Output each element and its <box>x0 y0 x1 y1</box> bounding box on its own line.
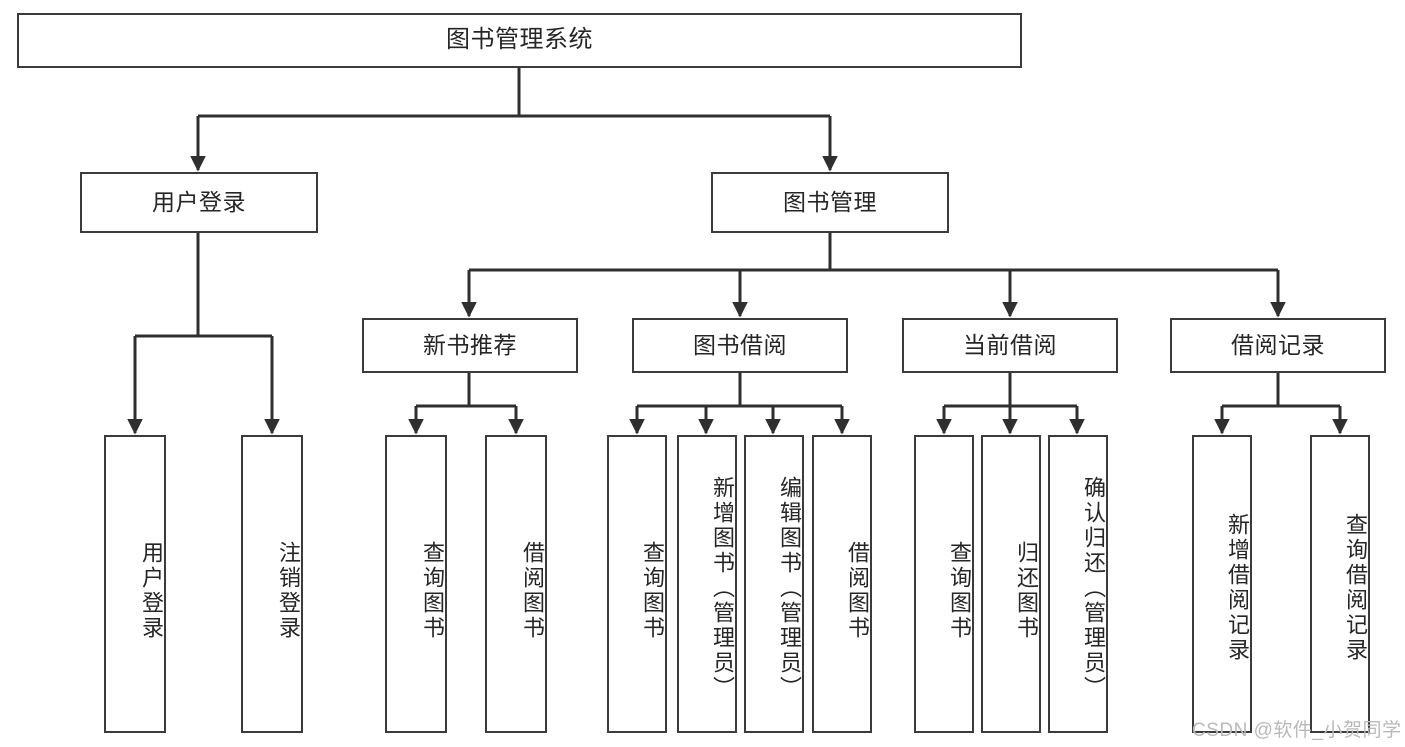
node-leaf-add-record-label: 新增借阅记录 <box>1225 513 1250 663</box>
node-leaf-return-book-label: 归还图书 <box>1014 541 1039 641</box>
node-user-login[interactable]: 用户登录 <box>80 172 318 233</box>
node-current-borrow-label: 当前借阅 <box>963 331 1057 358</box>
node-leaf-confirm-return[interactable]: 确认归还（管理员） <box>1048 435 1108 733</box>
node-book-borrow-label: 图书借阅 <box>693 331 787 358</box>
node-leaf-query-book-2-label: 查询图书 <box>640 541 665 641</box>
node-book-manage[interactable]: 图书管理 <box>711 172 949 233</box>
node-leaf-add-book[interactable]: 新增图书（管理员） <box>677 435 737 733</box>
node-leaf-edit-book-label: 编辑图书（管理员） <box>777 475 802 701</box>
node-root[interactable]: 图书管理系统 <box>17 13 1022 68</box>
node-leaf-borrow-book-2-label: 借阅图书 <box>845 541 870 641</box>
node-leaf-edit-book[interactable]: 编辑图书（管理员） <box>744 435 804 733</box>
node-leaf-query-book-1-label: 查询图书 <box>420 541 445 641</box>
node-leaf-query-book-3[interactable]: 查询图书 <box>914 435 974 733</box>
node-leaf-borrow-book-2[interactable]: 借阅图书 <box>812 435 872 733</box>
node-leaf-user-logout[interactable]: 注销登录 <box>241 435 303 733</box>
node-borrow-record[interactable]: 借阅记录 <box>1170 318 1386 373</box>
node-leaf-query-book-3-label: 查询图书 <box>947 541 972 641</box>
node-leaf-borrow-book-1-label: 借阅图书 <box>520 541 545 641</box>
node-leaf-query-book-2[interactable]: 查询图书 <box>607 435 667 733</box>
node-user-login-label: 用户登录 <box>152 188 246 215</box>
watermark: CSDN @软件_小贺同学 <box>1192 720 1402 741</box>
node-new-book-recommend-label: 新书推荐 <box>423 331 517 358</box>
node-leaf-query-record-label: 查询借阅记录 <box>1343 513 1368 663</box>
node-leaf-return-book[interactable]: 归还图书 <box>981 435 1041 733</box>
node-borrow-record-label: 借阅记录 <box>1231 331 1325 358</box>
node-leaf-query-book-1[interactable]: 查询图书 <box>385 435 447 733</box>
node-leaf-add-record[interactable]: 新增借阅记录 <box>1192 435 1252 733</box>
node-root-label: 图书管理系统 <box>446 26 593 54</box>
node-new-book-recommend[interactable]: 新书推荐 <box>362 318 578 373</box>
node-leaf-add-book-label: 新增图书（管理员） <box>710 475 735 701</box>
node-leaf-query-record[interactable]: 查询借阅记录 <box>1310 435 1370 733</box>
node-book-borrow[interactable]: 图书借阅 <box>632 318 848 373</box>
node-current-borrow[interactable]: 当前借阅 <box>902 318 1118 373</box>
node-leaf-confirm-return-label: 确认归还（管理员） <box>1081 475 1106 701</box>
node-book-manage-label: 图书管理 <box>783 188 877 215</box>
node-leaf-user-login-label: 用户登录 <box>139 541 164 641</box>
node-leaf-borrow-book-1[interactable]: 借阅图书 <box>485 435 547 733</box>
node-leaf-user-login[interactable]: 用户登录 <box>104 435 166 733</box>
node-leaf-user-logout-label: 注销登录 <box>276 541 301 641</box>
